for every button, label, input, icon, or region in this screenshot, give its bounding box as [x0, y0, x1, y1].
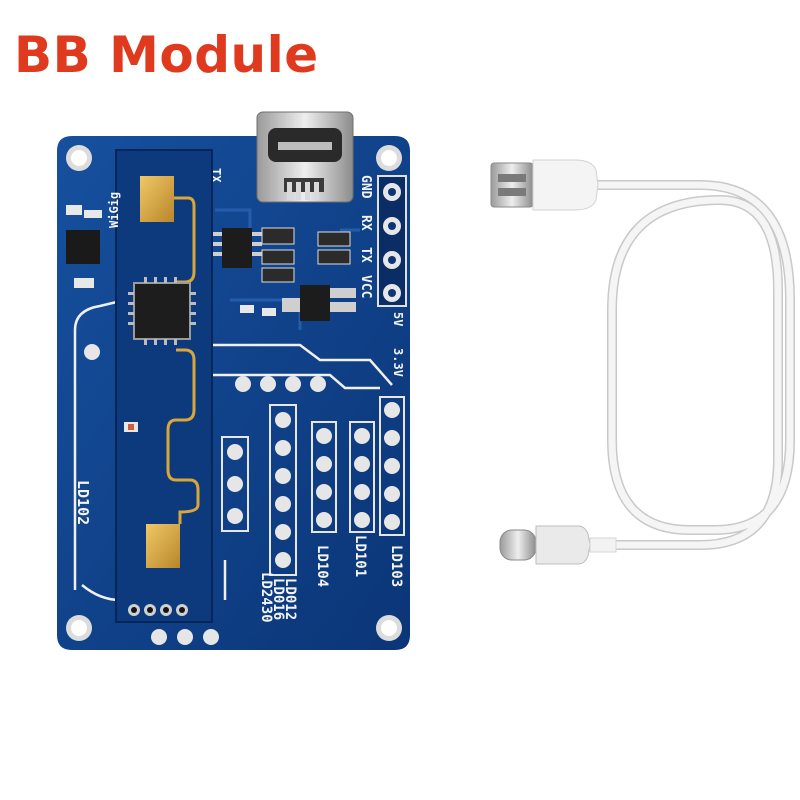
radar-chip — [133, 282, 191, 340]
antenna-patch-bottom — [146, 524, 180, 568]
smd-components — [66, 205, 356, 321]
usb-connector — [256, 111, 354, 203]
micro-usb-housing — [532, 159, 599, 211]
header-label-tx: TX — [358, 247, 373, 263]
usb-cable — [490, 159, 795, 565]
wigig-logo: WiGig — [107, 192, 121, 228]
bottom-pads — [151, 629, 219, 645]
label-ld103: LD103 — [388, 545, 404, 587]
pin-holes — [84, 344, 405, 576]
mounting-holes — [66, 145, 402, 641]
label-ld102: LD102 — [74, 480, 92, 525]
label-ld012: LD012 — [282, 578, 298, 620]
header-label-vcc: VCC — [358, 275, 373, 298]
label-ld016: LD016 — [270, 578, 286, 620]
label-5v: 5V — [391, 312, 405, 326]
label-ld101: LD101 — [352, 535, 368, 577]
label-ld2430: LD2430 — [258, 572, 274, 623]
uart-header: GND RX TX VCC 5V 3.3V — [358, 175, 407, 377]
product-title: BB Module — [14, 26, 319, 84]
silkscreen-lines — [73, 298, 393, 602]
radar-sensor-board: WiGig — [107, 149, 213, 623]
header-label-gnd: GND — [358, 175, 373, 199]
label-ld104: LD104 — [314, 545, 330, 587]
label-3v3: 3.3V — [391, 348, 405, 377]
header-label-rx: RX — [358, 215, 373, 231]
type-c-plug — [499, 529, 537, 561]
micro-usb-plug — [490, 162, 534, 208]
type-c-housing — [535, 525, 591, 565]
antenna-patch-top — [140, 176, 174, 222]
